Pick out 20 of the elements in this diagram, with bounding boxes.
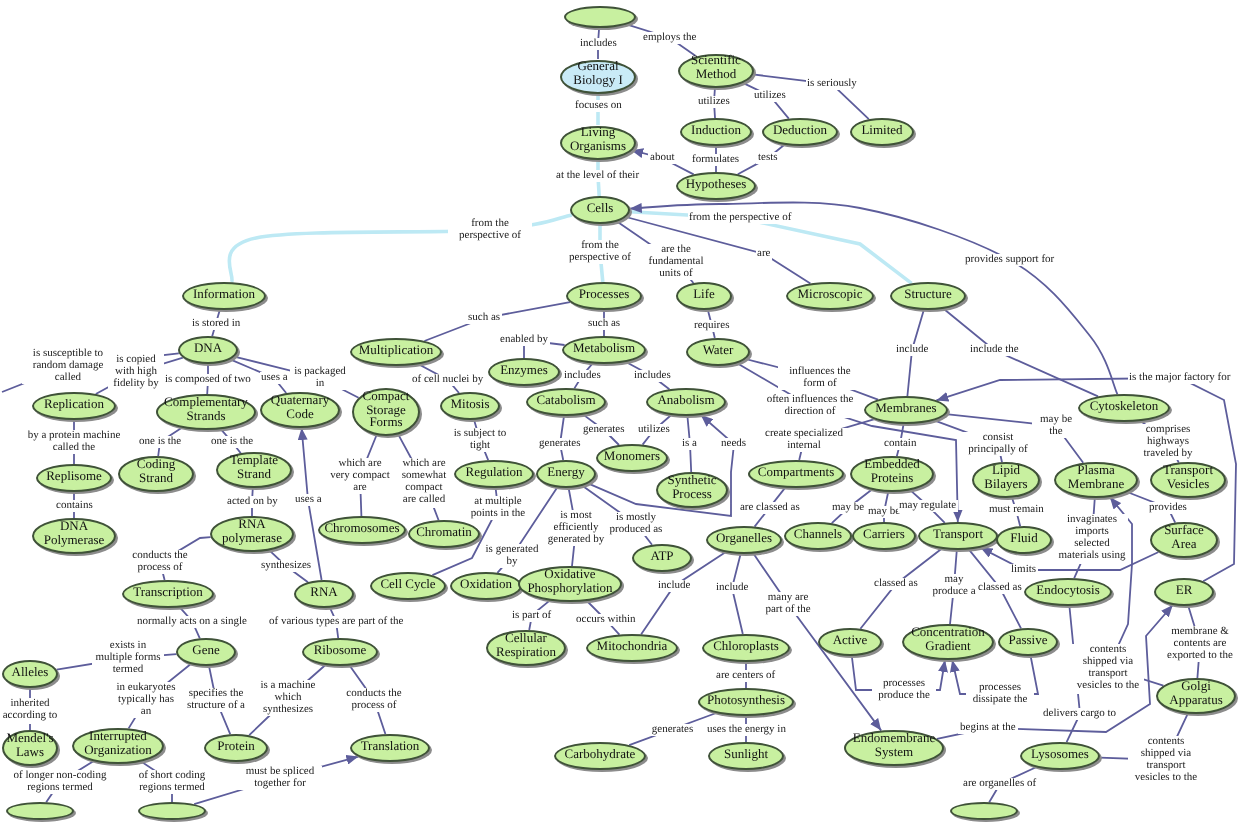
connector [906,309,925,397]
arrow [628,201,1119,396]
arrow [587,414,735,518]
connector [883,491,890,523]
concept-node [564,5,636,27]
connector [731,553,744,635]
connector [967,548,1022,630]
concept-node [950,802,1018,820]
connector [73,491,75,519]
arrow [979,546,1160,571]
connector [686,415,693,473]
arrow [297,427,323,581]
connector [945,413,1085,464]
concept-node [138,802,206,820]
connector [640,551,727,636]
connector [625,216,812,285]
connector [641,414,673,446]
connector [830,488,873,525]
connector [859,547,943,630]
concept-node [6,802,74,820]
